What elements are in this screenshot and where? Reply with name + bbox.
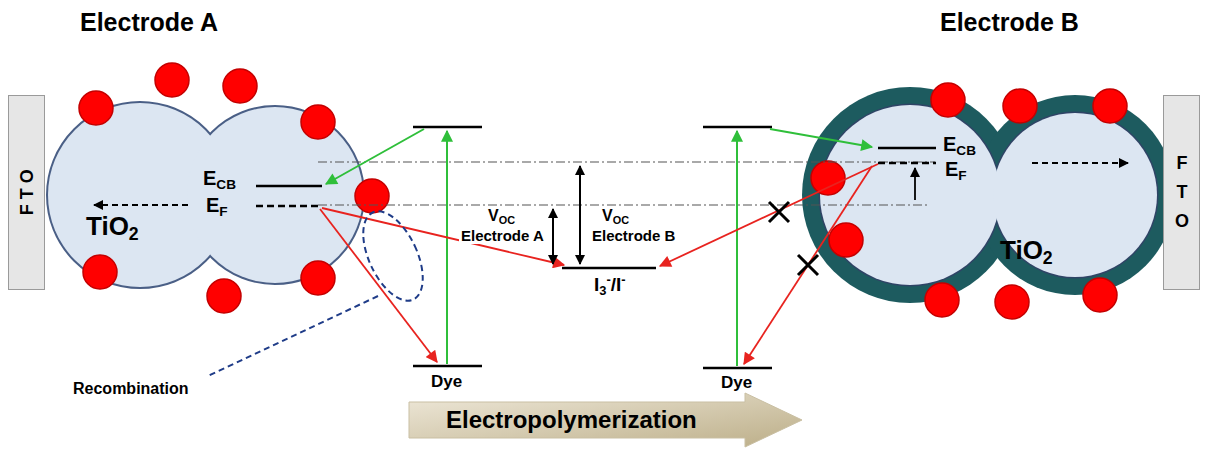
arrow-shape [409, 393, 802, 447]
energy-level-label: EF [206, 194, 228, 217]
callout-label: Recombination [73, 380, 189, 398]
process-arrow: Electropolymerization [408, 384, 804, 449]
recombination-ellipse [351, 202, 435, 309]
dye-molecule [301, 105, 335, 139]
energy-level-label: ECB [943, 133, 976, 156]
particle-body [993, 113, 1157, 277]
dye-label: Dye [431, 372, 462, 392]
voltage-label: VOC [486, 207, 517, 225]
particle-body [993, 113, 1157, 277]
voltage-label: Electrode A [459, 227, 546, 244]
subscript: OC [613, 214, 629, 226]
dye-molecule [829, 223, 863, 257]
dye-molecule [355, 179, 389, 213]
particle-body [820, 105, 1000, 285]
dye-molecule [301, 261, 335, 295]
subscript: 3 [599, 283, 606, 298]
superscript: - [606, 272, 610, 287]
voltage-label: Electrode B [590, 227, 677, 244]
excitation-arrow [446, 131, 448, 364]
voltage-arrow [579, 166, 581, 264]
redox-label: I3-/I- [594, 274, 626, 296]
dye-molecule [207, 279, 241, 313]
material-label: TiO2 [1000, 236, 1053, 266]
voltage-label: VOC [600, 207, 631, 225]
subscript: 2 [129, 224, 139, 244]
coated-tio2-particle: ECBEF TiO2 [795, 78, 1195, 318]
subscript: CB [216, 177, 236, 192]
subscript: F [219, 204, 227, 219]
dye-ground-level [413, 365, 482, 368]
conduction-band-level [256, 185, 322, 188]
fto-label: F T O [1172, 149, 1192, 235]
electrode-title: Electrode A [80, 8, 218, 37]
fto-label: F T O [17, 169, 38, 215]
particle-body [820, 105, 1000, 285]
dye-molecule [79, 91, 113, 125]
subscript: 2 [1043, 248, 1053, 268]
polymer-shell [802, 87, 1018, 303]
particle-body [187, 107, 363, 283]
energy-level-label: EF [945, 158, 967, 181]
voltage-arrow [552, 209, 554, 264]
dye-excited-level [413, 126, 482, 129]
dye-molecule [83, 255, 117, 289]
subscript: CB [956, 143, 976, 158]
polymer-shell [975, 95, 1175, 295]
dye-molecule [925, 283, 959, 317]
subscript: F [958, 168, 966, 183]
recombination-arrow [320, 209, 437, 362]
shift-arrow [914, 168, 916, 200]
energy-level-label: ECB [203, 167, 236, 190]
superscript: - [621, 272, 625, 287]
conduction-band-level [878, 147, 936, 150]
particle-outline [40, 58, 402, 330]
dye-molecule [155, 63, 189, 97]
arrow-label: Electropolymerization [446, 406, 697, 434]
material-label: TiO2 [86, 212, 139, 242]
dye-molecule [1003, 89, 1037, 123]
tio2-particle: ECB EF TiO2 [40, 58, 402, 330]
blocked-mark [769, 202, 789, 222]
dye-molecule [995, 285, 1029, 319]
recombination-arrow [322, 208, 564, 265]
dye-molecule [811, 161, 845, 195]
particle-body [187, 107, 363, 283]
redox-level [562, 267, 656, 270]
electrode-title: Electrode B [940, 8, 1079, 37]
fto-bar: F T O [1163, 95, 1200, 290]
dye-molecule [223, 69, 257, 103]
dye-molecule [931, 83, 965, 117]
dye-ground-level [703, 367, 772, 370]
blocked-mark [798, 255, 818, 275]
subscript: OC [499, 214, 515, 226]
dye-excited-level [703, 126, 772, 129]
dye-label: Dye [721, 373, 752, 393]
excitation-arrow [736, 131, 738, 366]
dye-molecule [1083, 278, 1117, 312]
particle-outline [795, 78, 1195, 318]
fto-bar: F T O [8, 95, 45, 290]
dye-molecule [1093, 89, 1127, 123]
